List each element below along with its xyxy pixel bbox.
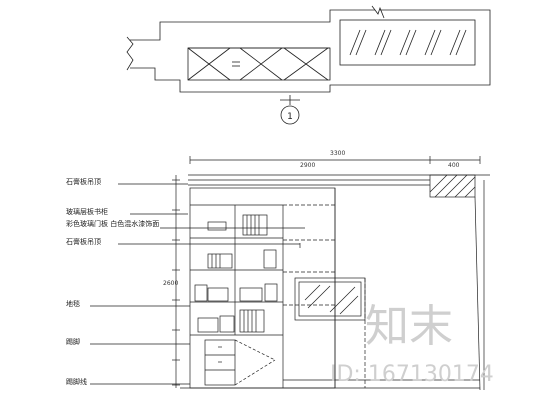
label-ceiling: 石膏板吊顶 xyxy=(66,178,101,186)
break-line xyxy=(126,36,134,71)
dimension-top-right: 400 xyxy=(448,162,460,169)
glass-panel xyxy=(294,277,366,321)
elevation-view xyxy=(90,156,490,391)
dimension-top-left: 2900 xyxy=(300,162,316,169)
watermark-logo: 知末 xyxy=(365,301,453,352)
section-marker-circle xyxy=(280,105,300,125)
plan-view xyxy=(126,5,491,125)
label-glass-door: 彩色玻璃门板 白色混水漆饰面 xyxy=(66,220,160,228)
dimension-right-height: 2600 xyxy=(163,280,179,287)
watermark-id: ID: 167130174 xyxy=(330,362,494,387)
label-ceiling-2: 石膏板吊顶 xyxy=(66,238,101,246)
label-glass-bookcase: 玻璃层板书柜 xyxy=(66,208,108,216)
label-carpet: 地毯 xyxy=(66,300,80,308)
beam-hatch xyxy=(429,174,476,198)
break-line xyxy=(371,5,385,19)
label-skirting-line: 踢脚线 xyxy=(66,378,87,386)
drawer-unit xyxy=(204,339,236,386)
section-marker-number: 1 xyxy=(287,112,293,122)
plan-glass-box xyxy=(339,19,476,66)
dimension-top-total: 3300 xyxy=(330,150,346,157)
label-skirting: 踢脚 xyxy=(66,338,80,346)
